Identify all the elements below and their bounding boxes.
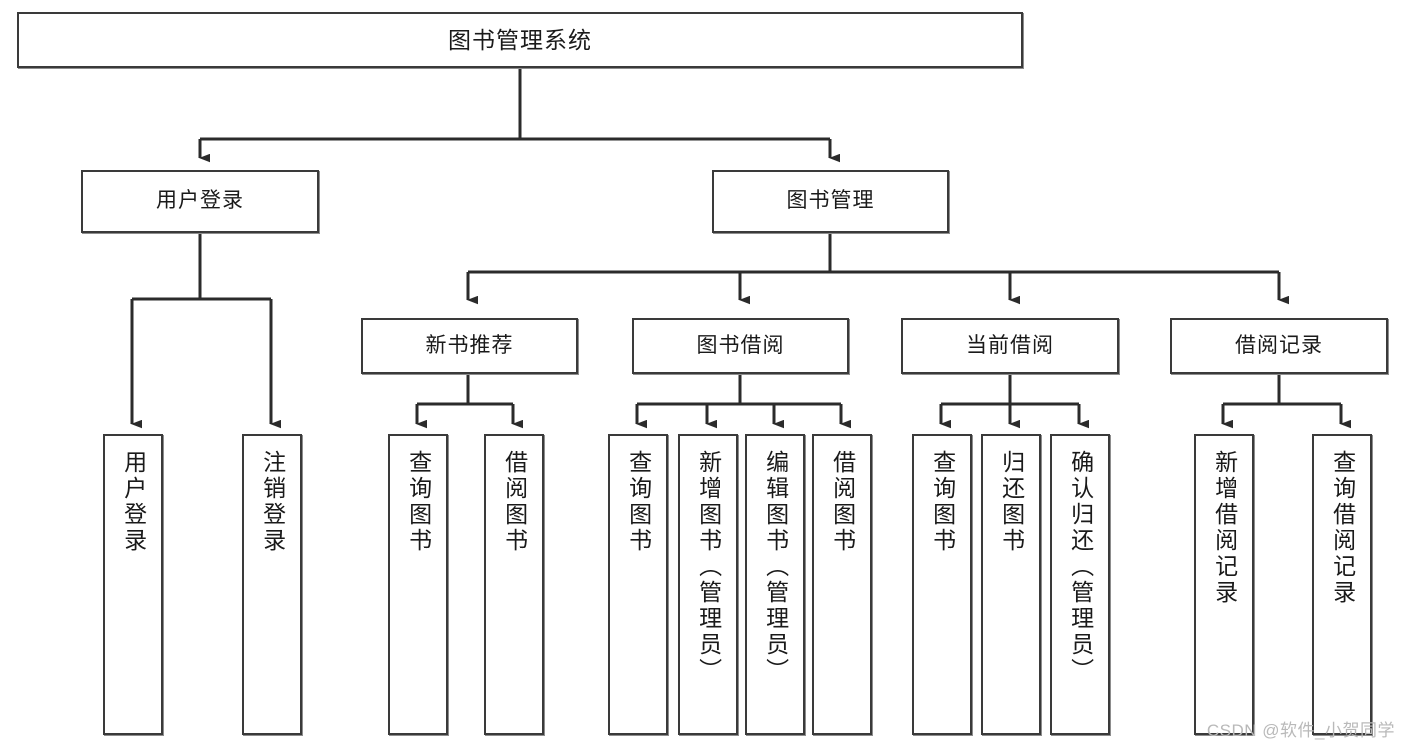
node-user-login[interactable]: 用户登录: [81, 170, 319, 233]
leaf-edit-book-admin[interactable]: 编辑图书（管理员）: [745, 434, 805, 735]
watermark-text: CSDN @软件_小贺同学: [1206, 721, 1395, 740]
leaf-query-book-2[interactable]: 查询图书: [608, 434, 668, 735]
node-label: 用户登录: [156, 189, 244, 213]
leaf-query-book-3[interactable]: 查询图书: [912, 434, 972, 735]
node-label: 借阅图书: [501, 450, 528, 554]
node-label: 图书管理系统: [448, 26, 592, 53]
node-current-borrowing[interactable]: 当前借阅: [901, 318, 1119, 374]
node-label: 新书推荐: [425, 333, 514, 357]
node-label: 查询图书: [929, 450, 956, 554]
node-label: 查询借阅记录: [1329, 450, 1356, 606]
node-borrowing-records[interactable]: 借阅记录: [1170, 318, 1388, 374]
node-label: 借阅记录: [1235, 333, 1323, 357]
leaf-user-login[interactable]: 用户登录: [103, 434, 163, 735]
node-label: 图书借阅: [696, 333, 785, 357]
node-book-management[interactable]: 图书管理: [712, 170, 949, 233]
leaf-add-borrow-record[interactable]: 新增借阅记录: [1194, 434, 1254, 735]
node-root-book-management-system[interactable]: 图书管理系统: [17, 12, 1023, 68]
node-label: 注销登录: [259, 450, 286, 554]
node-new-book-recommendation[interactable]: 新书推荐: [361, 318, 578, 374]
leaf-query-borrow-record[interactable]: 查询借阅记录: [1312, 434, 1372, 735]
node-label: 用户登录: [120, 450, 147, 554]
leaf-query-book-1[interactable]: 查询图书: [388, 434, 448, 735]
leaf-borrow-book-1[interactable]: 借阅图书: [484, 434, 544, 735]
node-label: 当前借阅: [966, 333, 1054, 357]
node-label: 借阅图书: [829, 450, 856, 554]
node-label: 查询图书: [405, 450, 432, 554]
leaf-confirm-return-admin[interactable]: 确认归还（管理员）: [1050, 434, 1110, 735]
leaf-user-logout[interactable]: 注销登录: [242, 434, 302, 735]
node-label: 归还图书: [998, 450, 1025, 554]
node-label: 图书管理: [786, 189, 875, 213]
leaf-add-book-admin[interactable]: 新增图书（管理员）: [678, 434, 738, 735]
node-label: 确认归还（管理员）: [1067, 450, 1094, 684]
node-label: 新增借阅记录: [1211, 450, 1238, 606]
node-label: 编辑图书（管理员）: [762, 450, 789, 684]
leaf-return-book[interactable]: 归还图书: [981, 434, 1041, 735]
node-label: 新增图书（管理员）: [695, 450, 722, 684]
leaf-borrow-book-2[interactable]: 借阅图书: [812, 434, 872, 735]
node-label: 查询图书: [625, 450, 652, 554]
node-book-borrowing[interactable]: 图书借阅: [632, 318, 849, 374]
